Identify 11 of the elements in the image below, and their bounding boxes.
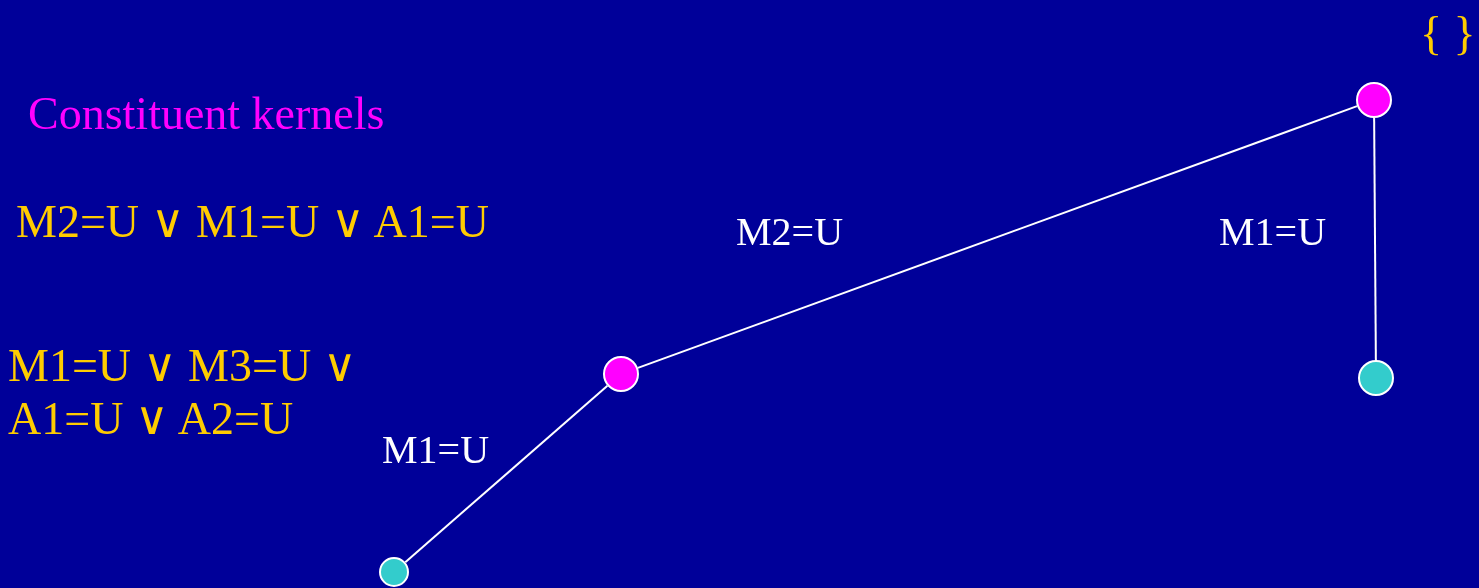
connector-line <box>404 384 609 564</box>
leaf-circle <box>379 557 409 587</box>
node-circle <box>603 356 639 392</box>
node-circle <box>1356 82 1392 118</box>
brace-text: { } <box>1420 8 1476 61</box>
connector-line <box>1373 117 1377 361</box>
connector-line <box>636 105 1359 369</box>
heading: Constituent kernels <box>28 88 385 141</box>
leaf-circle <box>1358 360 1394 396</box>
formula-text: M1=U ∨ M3=U ∨ A1=U ∨ A2=U <box>8 340 358 446</box>
formula-text: M2=U ∨ M1=U ∨ A1=U <box>16 196 489 249</box>
